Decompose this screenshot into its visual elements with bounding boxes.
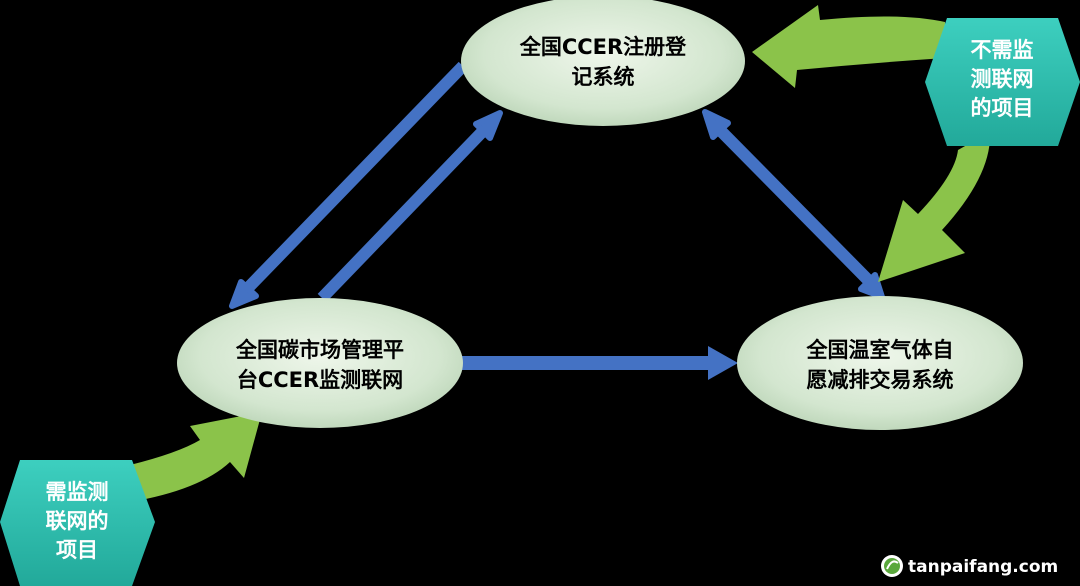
green-arrow-to-platform	[130, 412, 262, 502]
hexagon-no-monitoring-line2: 测联网	[971, 67, 1034, 91]
hexagon-needs-monitoring-line1: 需监测	[46, 480, 109, 504]
blue-arrow-registry-to-platform	[229, 61, 468, 309]
node-ghg-voluntary-exchange: 全国温室气体自 愿减排交易系统	[737, 296, 1023, 430]
node-carbon-market-platform: 全国碳市场管理平 台CCER监测联网	[177, 298, 463, 428]
node-ccer-registry: 全国CCER注册登 记系统	[461, 0, 745, 126]
node-carbon-market-platform-line1: 全国碳市场管理平	[235, 338, 404, 362]
node-ccer-registry-line2: 记系统	[572, 65, 635, 89]
green-arrow-to-exchange	[878, 132, 991, 282]
blue-arrow-platform-to-exchange	[462, 346, 738, 380]
node-ghg-voluntary-exchange-line1: 全国温室气体自	[806, 338, 954, 362]
hexagon-needs-monitoring-line2: 联网的	[46, 509, 109, 533]
blue-arrow-registry-exchange-bidirectional	[702, 109, 885, 300]
hexagon-needs-monitoring-projects: 需监测 联网的 项目	[0, 460, 155, 586]
tanpaifang-logo-leaf	[886, 560, 899, 570]
watermark-text: tanpaifang.com	[908, 557, 1058, 577]
hexagon-no-monitoring-line3: 的项目	[971, 96, 1034, 120]
node-ghg-voluntary-exchange-line2: 愿减排交易系统	[807, 368, 954, 392]
blue-arrow-platform-to-registry	[317, 110, 503, 303]
green-arrow-to-registry	[752, 5, 945, 88]
node-carbon-market-platform-line2: 台CCER监测联网	[237, 368, 403, 392]
tanpaifang-logo-inner	[884, 558, 900, 574]
node-ccer-registry-line1: 全国CCER注册登	[519, 35, 687, 59]
watermark: tanpaifang.com	[881, 555, 1058, 577]
hexagon-needs-monitoring-line3: 项目	[56, 538, 98, 562]
hexagon-no-monitoring-line1: 不需监	[971, 38, 1034, 62]
hexagon-no-monitoring-projects: 不需监 测联网 的项目	[925, 18, 1080, 146]
